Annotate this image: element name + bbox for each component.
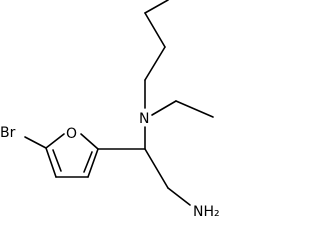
bond-c4-c5 <box>45 147 57 178</box>
oxygen-label: O <box>66 126 77 142</box>
bromine-label: Br <box>0 125 16 141</box>
bond-n-ethyl1 <box>151 100 177 116</box>
bond-butyl4 <box>144 0 169 14</box>
bond-c2-c3-inner <box>83 151 93 173</box>
bond-c4-c5-inner <box>52 149 62 172</box>
bond-butyl3 <box>144 12 166 48</box>
furan-ring <box>45 133 99 178</box>
amine-label: NH₂ <box>193 204 220 220</box>
bond-c5-o <box>45 133 65 149</box>
bond-c2-c3 <box>87 148 99 178</box>
bond-o-c2 <box>80 133 99 150</box>
nitrogen-label: N <box>139 111 149 127</box>
bond-ch2-nh2 <box>167 187 191 206</box>
bond-c5-br <box>24 136 47 149</box>
molecule-drawing: Br O N NH₂ <box>0 0 220 220</box>
bond-ethyl <box>175 100 214 118</box>
bond-butyl2 <box>144 46 166 81</box>
structure-diagram: Br O N NH₂ <box>0 0 220 220</box>
bond-ch-ch2 <box>144 148 169 189</box>
